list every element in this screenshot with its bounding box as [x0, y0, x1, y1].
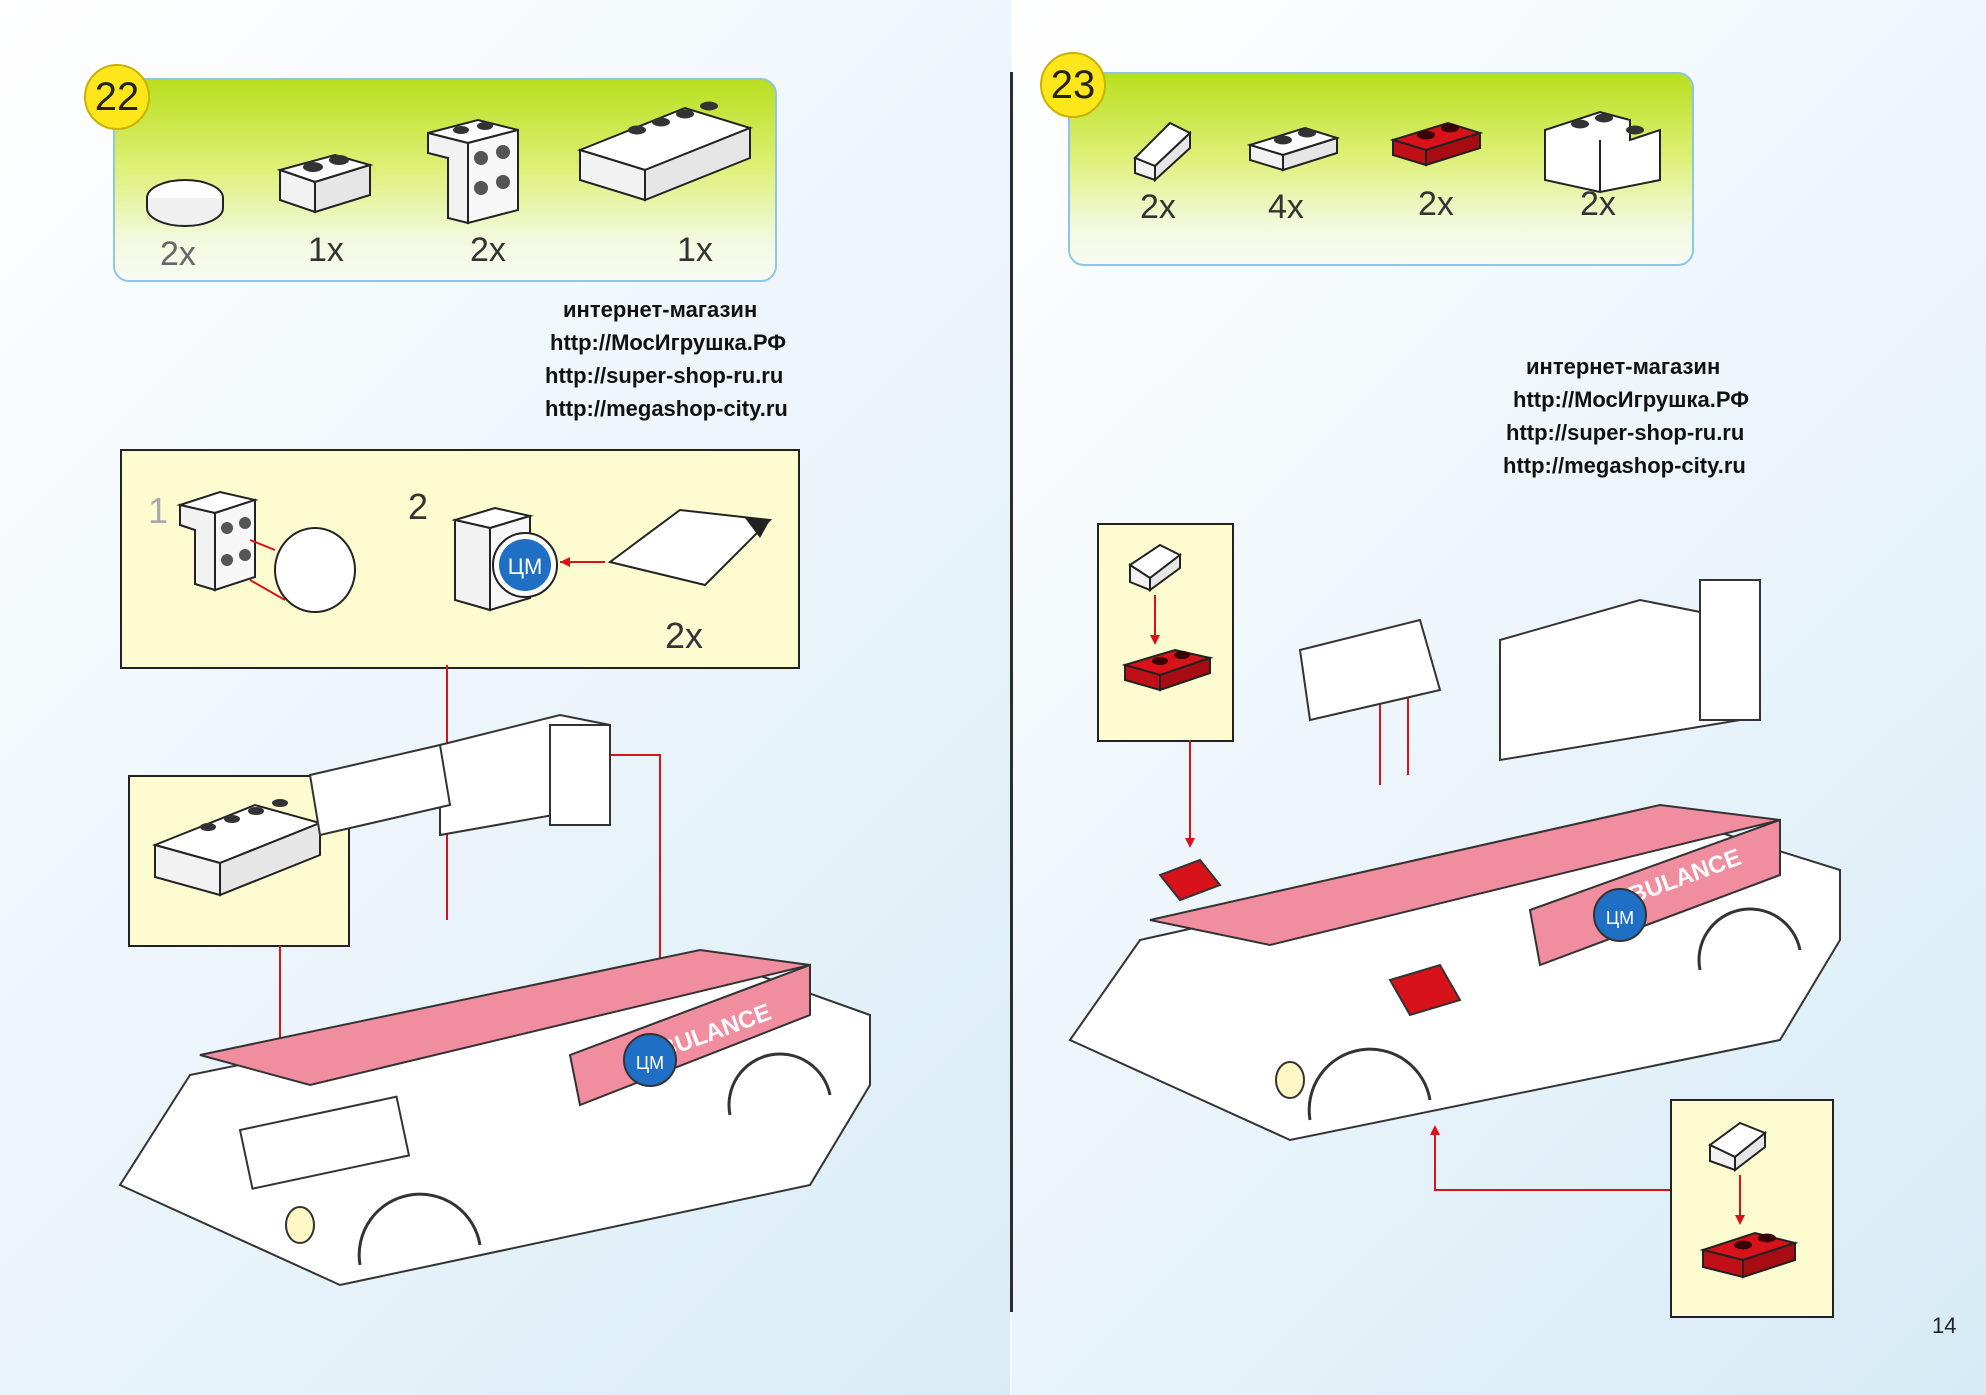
part-qty-3: 2x — [470, 231, 506, 269]
plate-1x2-white-icon — [1246, 126, 1341, 172]
corner-brick-icon — [1544, 110, 1661, 194]
ambulance-logo-text-2: ЦΜ — [1606, 908, 1634, 928]
page-divider-line — [1010, 72, 1013, 1312]
slope-1x1-icon — [1133, 121, 1192, 183]
page-number: 14 — [1932, 1313, 1957, 1338]
slope-on-red-plate-diagram-bottom — [1699, 1121, 1799, 1279]
bracket-2x2-icon — [427, 118, 519, 225]
ambulance-model-step22: AMBULANCE ЦΜ — [118, 665, 871, 1287]
plate-1x2-red-icon — [1389, 121, 1484, 167]
substep-2-label: 2 — [408, 486, 429, 527]
bracket-with-sticker-diagram: ЦΜ — [451, 506, 558, 612]
bracket-with-tile-diagram — [176, 490, 356, 613]
shop-watermark-left: интернет-магазин http://МосИгрушка.РФ ht… — [545, 297, 788, 421]
ambulance-logo-text: ЦΜ — [636, 1053, 664, 1073]
part-qty-7: 2x — [1418, 185, 1454, 223]
part-qty-6: 4x — [1268, 188, 1304, 226]
part-qty-2: 1x — [308, 231, 344, 269]
part-qty-8: 2x — [1580, 185, 1616, 223]
ambulance-model-step23: AMBULANCE ЦΜ — [1068, 579, 1841, 1191]
round-tile-1x1-icon — [146, 179, 224, 227]
sticker-sheet-icon — [560, 508, 773, 587]
substep-1-label: 1 — [148, 490, 169, 531]
part-qty-5: 2x — [1140, 188, 1176, 226]
part-qty-4: 1x — [677, 231, 713, 269]
step-number-22: 22 — [84, 64, 150, 130]
sticker-qty: 2x — [665, 615, 704, 656]
slope-2x4-icon — [576, 101, 754, 202]
sticker-logo-text: ЦΜ — [508, 554, 543, 579]
slope-on-red-plate-diagram-top — [1121, 543, 1214, 692]
step-number-23: 23 — [1040, 52, 1106, 118]
part-qty-1: 2x — [160, 235, 196, 273]
slope-2x4-detail-icon — [151, 799, 324, 897]
shop-watermark-right: интернет-магазин http://МосИгрушка.РФ ht… — [1503, 354, 1750, 478]
brick-1x2-icon — [276, 153, 374, 214]
